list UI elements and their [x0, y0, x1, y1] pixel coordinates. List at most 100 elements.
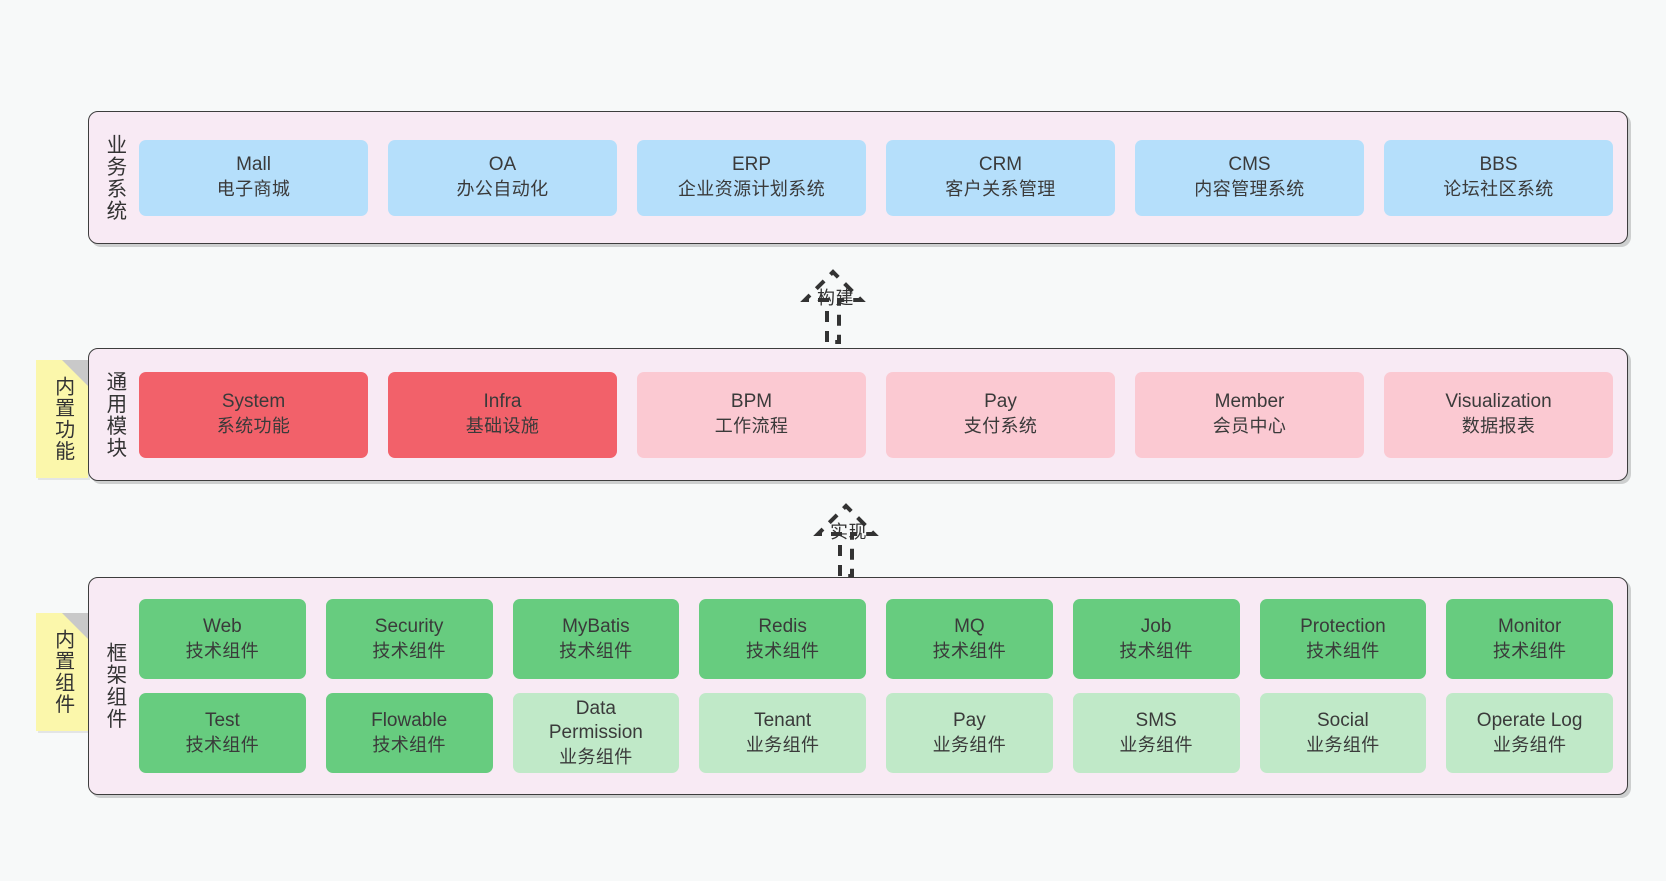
node-bbs-en: BBS — [1479, 154, 1518, 176]
node-operate-log[interactable]: Operate Log 业务组件 — [1446, 693, 1613, 773]
connector-build-label: 构建 — [817, 288, 854, 308]
framework-business-row: Test 技术组件 Flowable 技术组件 Data Permission … — [139, 693, 1613, 773]
node-system[interactable]: System 系统功能 — [139, 371, 368, 458]
node-erp-en: ERP — [731, 154, 772, 176]
node-flowable[interactable]: Flowable 技术组件 — [325, 693, 493, 773]
note-builtin-component-label: 内置组件 — [51, 629, 74, 715]
node-flowable-cn: 技术组件 — [372, 734, 446, 755]
node-web[interactable]: Web 技术组件 — [139, 599, 306, 679]
framework-tech-row: Web 技术组件 Security 技术组件 MyBatis 技术组件 Redi… — [139, 599, 1613, 679]
node-mybatis-cn: 技术组件 — [559, 640, 633, 661]
node-infra[interactable]: Infra 基础设施 — [388, 371, 617, 458]
node-visualization-cn: 数据报表 — [1461, 416, 1536, 437]
note-builtin-function: 内置功能 — [36, 360, 88, 478]
node-social-en: Social — [1317, 709, 1369, 731]
node-security-en: Security — [374, 615, 444, 637]
node-mq-en: MQ — [954, 615, 985, 637]
note-fold-corner-icon — [62, 613, 88, 639]
node-visualization[interactable]: Visualization 数据报表 — [1384, 371, 1613, 458]
node-oa[interactable]: OA 办公自动化 — [388, 139, 617, 216]
node-system-en: System — [221, 391, 286, 413]
node-job-en: Job — [1140, 615, 1172, 637]
connector-implement-label: 实现 — [830, 522, 867, 542]
node-web-cn: 技术组件 — [185, 640, 260, 661]
node-test[interactable]: Test 技术组件 — [139, 693, 306, 773]
node-web-en: Web — [203, 615, 242, 637]
node-redis[interactable]: Redis 技术组件 — [699, 599, 866, 679]
node-bbs-cn: 论坛社区系统 — [1443, 179, 1554, 200]
node-job[interactable]: Job 技术组件 — [1072, 599, 1240, 679]
node-monitor[interactable]: Monitor 技术组件 — [1446, 599, 1613, 679]
node-erp[interactable]: ERP 企业资源计划系统 — [637, 139, 866, 216]
node-monitor-en: Monitor — [1497, 615, 1562, 637]
layer-common-modules: 通用模块 System 系统功能 Infra 基础设施 BPM 工作流程 Pay… — [88, 348, 1628, 481]
layer-business-system-title: 业务系统 — [102, 133, 126, 222]
node-security[interactable]: Security 技术组件 — [325, 599, 493, 679]
node-bpm-cn: 工作流程 — [714, 416, 789, 437]
node-bbs[interactable]: BBS 论坛社区系统 — [1384, 139, 1613, 216]
layer-framework-components-body: Web 技术组件 Security 技术组件 MyBatis 技术组件 Redi… — [139, 578, 1627, 794]
node-erp-cn: 企业资源计划系统 — [677, 179, 826, 200]
node-mall-en: Mall — [236, 154, 271, 176]
node-oa-cn: 办公自动化 — [456, 179, 549, 200]
node-mq-cn: 技术组件 — [932, 640, 1007, 661]
node-crm-cn: 客户关系管理 — [945, 179, 1056, 200]
layer-common-modules-body: System 系统功能 Infra 基础设施 BPM 工作流程 Pay 支付系统… — [139, 349, 1627, 480]
node-pay-module[interactable]: Pay 支付系统 — [886, 371, 1115, 458]
layer-business-system-body: Mall 电子商城 OA 办公自动化 ERP 企业资源计划系统 CRM 客户关系… — [139, 112, 1627, 243]
node-pay-module-cn: 支付系统 — [963, 416, 1038, 437]
node-operate-log-cn: 业务组件 — [1492, 734, 1567, 755]
node-mybatis-en: MyBatis — [562, 615, 630, 637]
connector-implement: 实现 — [770, 492, 922, 578]
node-crm[interactable]: CRM 客户关系管理 — [886, 139, 1115, 216]
node-tenant-en: Tenant — [754, 709, 812, 731]
node-oa-en: OA — [488, 154, 517, 176]
node-redis-cn: 技术组件 — [745, 640, 820, 661]
node-mall[interactable]: Mall 电子商城 — [139, 139, 368, 216]
node-mybatis[interactable]: MyBatis 技术组件 — [512, 599, 680, 679]
node-test-cn: 技术组件 — [185, 734, 260, 755]
module-node-row: System 系统功能 Infra 基础设施 BPM 工作流程 Pay 支付系统… — [139, 371, 1613, 458]
node-sms-cn: 业务组件 — [1119, 734, 1193, 755]
node-protection-cn: 技术组件 — [1306, 640, 1380, 661]
node-pay-component-en: Pay — [953, 709, 986, 731]
node-job-cn: 技术组件 — [1119, 640, 1193, 661]
node-mall-cn: 电子商城 — [216, 179, 291, 200]
node-data-permission-cn: 业务组件 — [559, 747, 633, 767]
node-protection[interactable]: Protection 技术组件 — [1259, 599, 1427, 679]
node-member-cn: 会员中心 — [1212, 416, 1287, 437]
node-pay-module-en: Pay — [984, 391, 1017, 413]
node-pay-component[interactable]: Pay 业务组件 — [886, 693, 1053, 773]
layer-framework-components: 框架组件 Web 技术组件 Security 技术组件 MyBatis 技术组件… — [88, 577, 1628, 795]
node-social[interactable]: Social 业务组件 — [1259, 693, 1427, 773]
node-tenant-cn: 业务组件 — [745, 734, 820, 755]
node-mq[interactable]: MQ 技术组件 — [886, 599, 1053, 679]
node-sms[interactable]: SMS 业务组件 — [1072, 693, 1240, 773]
node-visualization-en: Visualization — [1445, 391, 1552, 413]
note-builtin-component: 内置组件 — [36, 613, 88, 731]
node-infra-en: Infra — [483, 391, 522, 413]
connector-build: 构建 — [757, 258, 909, 344]
node-member[interactable]: Member 会员中心 — [1135, 371, 1364, 458]
note-builtin-function-label: 内置功能 — [51, 376, 74, 462]
layer-business-system: 业务系统 Mall 电子商城 OA 办公自动化 ERP 企业资源计划系统 CRM… — [88, 111, 1628, 244]
node-cms-en: CMS — [1228, 154, 1271, 176]
node-cms[interactable]: CMS 内容管理系统 — [1135, 139, 1364, 216]
node-crm-en: CRM — [978, 154, 1023, 176]
node-data-permission[interactable]: Data Permission 业务组件 — [512, 693, 680, 773]
node-bpm[interactable]: BPM 工作流程 — [637, 371, 866, 458]
node-bpm-en: BPM — [730, 391, 773, 413]
node-protection-en: Protection — [1300, 615, 1386, 637]
business-node-row: Mall 电子商城 OA 办公自动化 ERP 企业资源计划系统 CRM 客户关系… — [139, 139, 1613, 216]
node-member-en: Member — [1214, 391, 1285, 413]
node-data-permission-en: Data Permission — [548, 697, 643, 744]
node-sms-en: SMS — [1135, 709, 1177, 731]
node-monitor-cn: 技术组件 — [1492, 640, 1567, 661]
node-tenant[interactable]: Tenant 业务组件 — [699, 693, 866, 773]
connector-implement-arrow-icon — [813, 503, 879, 578]
node-cms-cn: 内容管理系统 — [1194, 179, 1305, 200]
layer-framework-components-title: 框架组件 — [102, 642, 126, 730]
node-redis-en: Redis — [758, 615, 807, 637]
layer-common-modules-title: 通用模块 — [102, 370, 126, 459]
